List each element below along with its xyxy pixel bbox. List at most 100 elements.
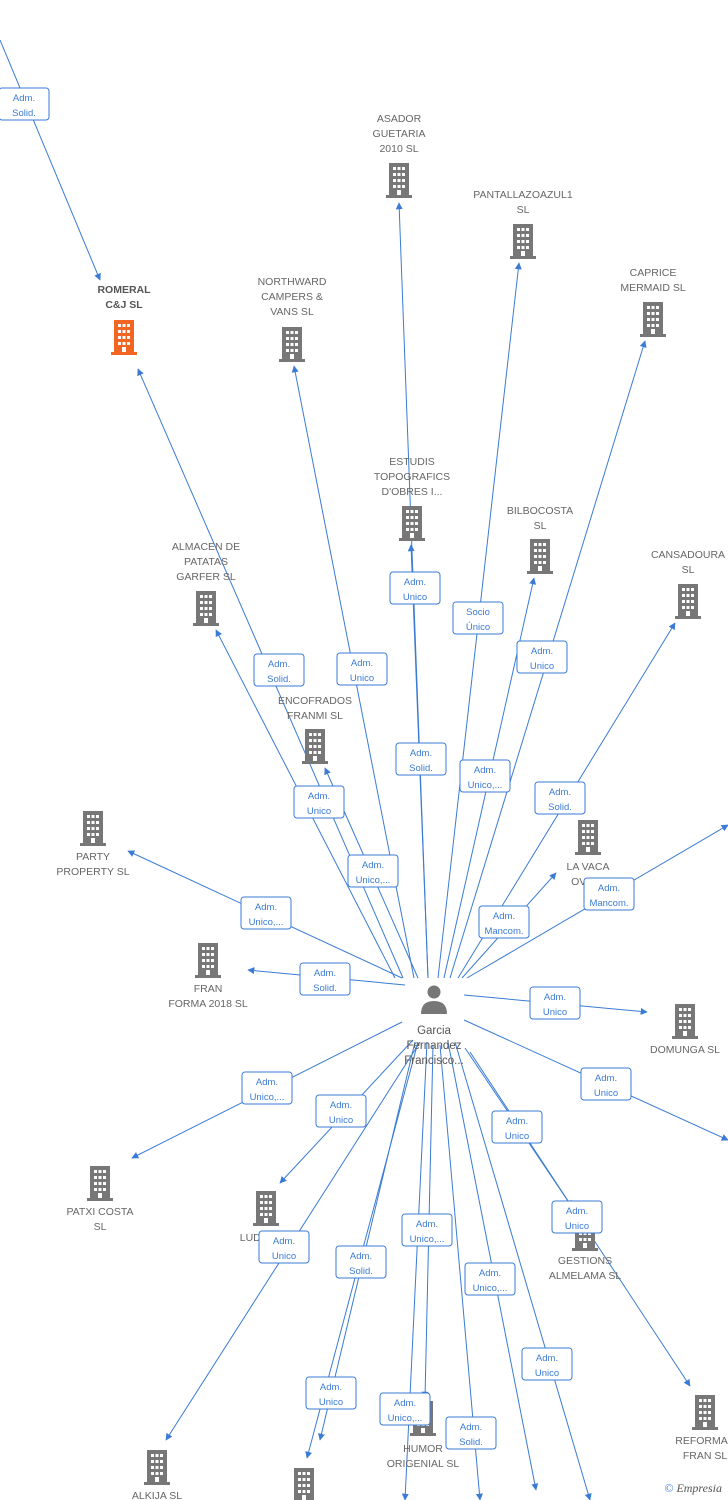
relation-text: Unico,... <box>473 1283 508 1294</box>
relation-label-e_alkija[interactable]: Adm. Unico <box>258 1230 310 1264</box>
company-node-alkija[interactable]: ALKIJA SL <box>132 1450 182 1500</box>
relation-text: Unico,... <box>410 1234 445 1245</box>
company-label: ALMELAMA SL <box>549 1270 622 1282</box>
company-node-encofrados[interactable]: ENCOFRADOS FRANMI SL <box>278 695 352 764</box>
relation-label-e_estudis[interactable]: Adm.Unico <box>389 571 441 605</box>
company-label: PATXI COSTA <box>66 1206 133 1218</box>
relation-label-e_top[interactable]: Adm.Solid. <box>0 87 50 121</box>
company-node-reformas[interactable]: REFORMASFRAN SL <box>675 1395 728 1462</box>
company-label: SL <box>517 204 530 216</box>
company-label: VANS SL <box>270 306 314 318</box>
relation-text: Adm. <box>479 1268 501 1279</box>
relation-label-e_northward[interactable]: Adm.Unico <box>336 652 388 686</box>
company-label: LA VACA <box>567 861 610 873</box>
relation-text: Adm. <box>308 791 330 802</box>
relation-label-e_almacen[interactable]: Adm.Unico <box>293 785 345 819</box>
company-label: PATATAS <box>184 556 228 568</box>
building-icon <box>111 320 137 355</box>
relation-text: Adm. <box>598 883 620 894</box>
company-label: GUETARIA <box>373 128 426 140</box>
relation-label-e_lavaca2[interactable]: Adm. Mancom. <box>583 877 635 911</box>
relation-label-e_lavaca[interactable]: Adm.Mancom. <box>478 905 530 939</box>
relation-text: Único <box>466 622 490 633</box>
relation-text: Adm. <box>460 1422 482 1433</box>
company-node-bottom[interactable] <box>291 1468 317 1500</box>
company-label: FRAN SL <box>683 1450 728 1462</box>
relation-label-e_humor[interactable]: Adm.Unico,... <box>401 1213 453 1247</box>
relation-label-e_s3[interactable]: Adm.Unico <box>521 1347 573 1381</box>
building-icon <box>575 820 601 855</box>
relation-label-e_asador[interactable]: Adm.Solid. <box>395 742 447 776</box>
building-icon <box>640 302 666 337</box>
relation-label-e_s5[interactable]: Adm.Unico,... <box>379 1392 431 1426</box>
relation-text: Unico <box>530 661 554 672</box>
building-icon <box>291 1468 317 1500</box>
relation-text: Mancom. <box>589 898 628 909</box>
building-icon <box>80 811 106 846</box>
center-person[interactable]: GarciaFernandezFrancisco... <box>404 985 464 1068</box>
relation-label-e_domunga[interactable]: Adm.Unico <box>529 986 581 1020</box>
edge-line <box>0 39 101 281</box>
company-label: MERMAID SL <box>620 282 686 294</box>
relation-label-e_s6[interactable]: Adm.Solid. <box>445 1416 497 1450</box>
relation-label-e_cansadoura[interactable]: Adm.Solid. <box>534 781 586 815</box>
relation-label-e_s4[interactable]: Adm.Unico <box>305 1376 357 1410</box>
company-label: FRANMI SL <box>287 710 343 722</box>
relation-text: Adm. <box>273 1236 295 1247</box>
relation-text: Adm. <box>362 860 384 871</box>
relation-text: Adm. <box>351 658 373 669</box>
building-icon <box>144 1450 170 1485</box>
relation-text: Unico <box>272 1251 296 1262</box>
company-label: C&J SL <box>105 299 143 311</box>
relation-label-e_s1[interactable]: Adm.Solid. <box>335 1245 387 1279</box>
company-label: ENCOFRADOS <box>278 695 352 707</box>
company-label: 2010 SL <box>379 143 418 155</box>
relation-text: Unico <box>403 592 427 603</box>
relation-text: Adm. <box>255 902 277 913</box>
company-label: FRAN <box>194 983 223 995</box>
brand-name: Empresia <box>676 1481 722 1495</box>
relation-label-e_bilbocosta[interactable]: Adm.Unico,... <box>459 759 511 793</box>
relation-text: Adm. <box>330 1100 352 1111</box>
relation-label-e_fran[interactable]: Adm.Solid. <box>299 962 351 996</box>
company-label: PROPERTY SL <box>56 866 129 878</box>
building-icon <box>302 729 328 764</box>
company-label: ALKIJA SL <box>132 1490 182 1500</box>
relation-text: Solid. <box>267 674 291 685</box>
company-label: ESTUDIS <box>389 456 435 468</box>
relation-text: Solid. <box>12 108 36 119</box>
relation-label-e_party[interactable]: Adm.Unico,... <box>240 896 292 930</box>
relation-label-e_encofrados[interactable]: Adm.Unico,... <box>347 854 399 888</box>
company-node-gestions[interactable]: GESTIONS ALMELAMA SL <box>549 1216 622 1282</box>
relation-label-e_reformas[interactable]: Adm.Unico <box>551 1200 603 1234</box>
relation-text: Socio <box>466 607 490 618</box>
company-label: GESTIONS <box>558 1255 612 1267</box>
relation-label-e_ludona[interactable]: Adm.Unico <box>315 1094 367 1128</box>
relation-label-e_romeral[interactable]: Adm.Solid. <box>253 653 305 687</box>
company-label: BILBOCOSTA <box>507 505 573 517</box>
relation-label-e_gestions[interactable]: Adm.Unico <box>491 1110 543 1144</box>
relation-label-e_patxi[interactable]: Adm.Unico,... <box>241 1071 293 1105</box>
relation-label-e_s2[interactable]: Adm. Unico,... <box>464 1262 516 1296</box>
relation-label-e_caprice[interactable]: Adm.Unico <box>516 640 568 674</box>
building-icon <box>675 584 701 619</box>
building-icon <box>386 163 412 198</box>
company-label: SL <box>682 564 695 576</box>
relation-label-e_right[interactable]: Adm.Unico <box>580 1067 632 1101</box>
company-node-domunga[interactable]: DOMUNGA SL <box>650 1004 720 1056</box>
